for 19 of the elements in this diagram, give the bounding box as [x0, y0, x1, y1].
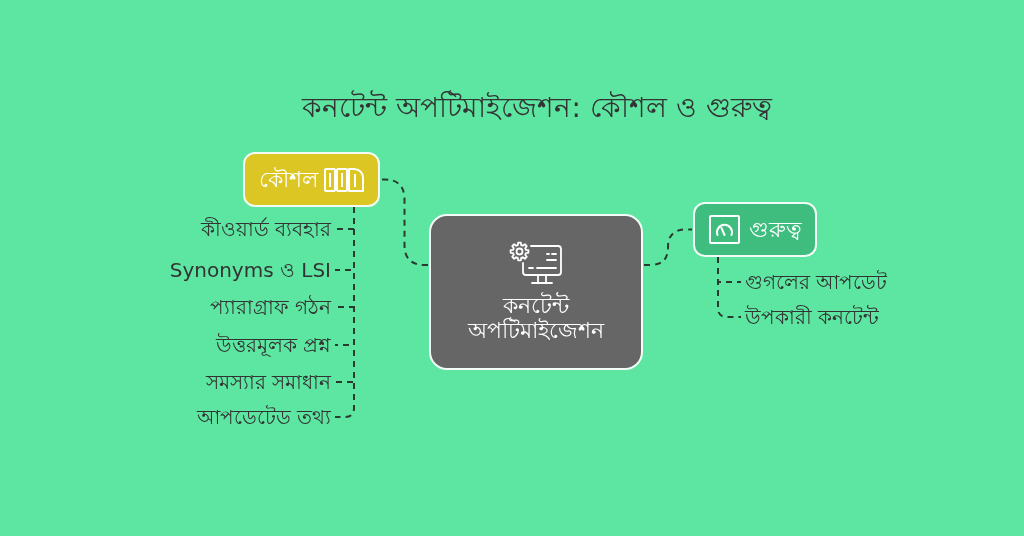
tag-box — [243, 152, 380, 207]
connector — [717, 256, 742, 318]
diagram-title: কনটেন্ট অপটিমাইজেশন: কৌশল ও গুরুত্ব — [302, 91, 772, 125]
branch-label: উপকারী কনটেন্ট — [745, 305, 880, 329]
branch-label: গুগলের আপডেট — [745, 270, 888, 294]
box-label: কনটেন্ট অপটিমাইজেশন — [468, 292, 604, 344]
box-label: গুরুত্ব — [748, 216, 802, 243]
branch-label: Synonyms ও LSI — [169, 258, 331, 282]
branch-label: উত্তরমূলক প্রশ্ন — [215, 333, 331, 357]
branch-label: সমস্যার সমাধান — [205, 370, 331, 394]
central-box — [429, 214, 643, 370]
branch-label: প্যারাগ্রাফ গঠন — [209, 295, 331, 319]
connector — [380, 178, 429, 266]
branch-label: কীওয়ার্ড ব্যবহার — [200, 217, 331, 241]
connector — [334, 206, 355, 418]
connector — [643, 228, 693, 266]
branch-label: আপডেটেড তথ্য — [196, 405, 331, 429]
tag-box — [693, 202, 817, 257]
box-label: কৌশল — [259, 166, 318, 193]
